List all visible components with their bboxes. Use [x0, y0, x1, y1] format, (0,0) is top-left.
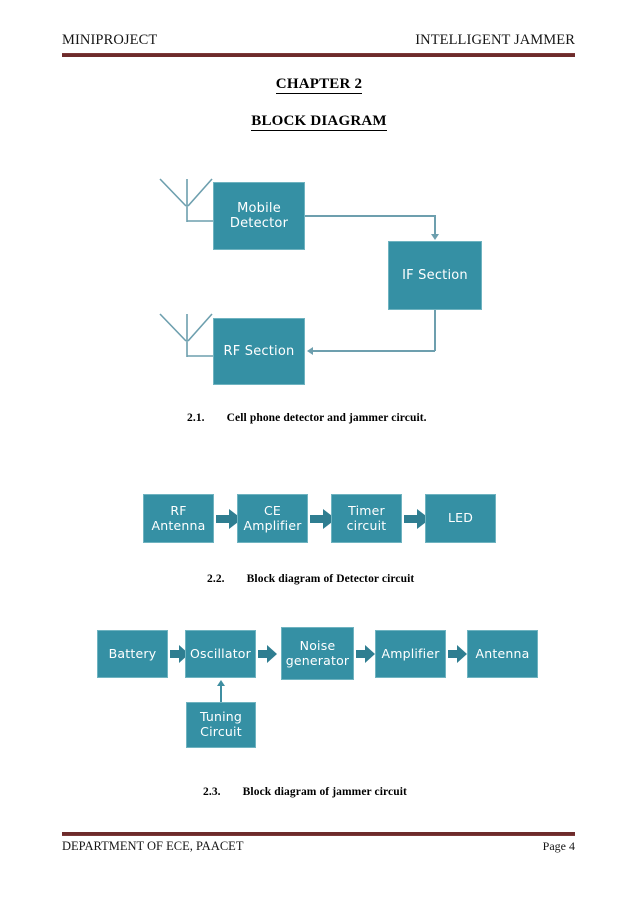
arrow-oscillator-to-noise-generator — [258, 645, 277, 663]
block-if-section[interactable]: IF Section — [388, 241, 482, 310]
connector-arrowhead-rf-section-in — [307, 347, 313, 355]
figure-2-3-caption: 2.3. Block diagram of jammer circuit — [203, 786, 407, 798]
block-amplifier-label: Amplifier — [381, 645, 440, 661]
figure-2-2-caption-number: 2.2. — [207, 573, 225, 585]
block-led-label: LED — [447, 510, 474, 526]
block-if-section-label: IF Section — [402, 267, 468, 283]
footer-page-number: Page 4 — [542, 839, 575, 853]
section-title: BLOCK DIAGRAM — [0, 113, 638, 131]
header-right-text: INTELLIGENT JAMMER — [415, 32, 575, 48]
arrow-battery-to-oscillator — [170, 645, 189, 663]
figure-2-1-caption-text: Cell phone detector and jammer circuit. — [226, 412, 427, 424]
arrow-rf-antenna-to-ce-amplifier — [216, 509, 242, 529]
arrow-amplifier-to-antenna — [448, 645, 467, 663]
block-antenna[interactable]: Antenna — [467, 630, 538, 678]
footer-rule — [62, 832, 575, 836]
arrow-noise-generator-to-amplifier — [356, 645, 375, 663]
figure-2-1-caption-number: 2.1. — [187, 412, 205, 424]
header-rule — [62, 53, 575, 57]
antenna-rf-section-icon — [159, 313, 218, 357]
block-led[interactable]: LED — [425, 494, 496, 543]
header-left-text: MINIPROJECT — [62, 32, 158, 48]
figure-2-3-caption-text: Block diagram of jammer circuit — [242, 786, 407, 798]
block-battery-label: Battery — [108, 645, 157, 661]
connector-mobile-detector-to-if-vertical — [434, 215, 436, 237]
connector-mobile-detector-to-if-horizontal — [305, 215, 436, 217]
block-rf-section-label: RF Section — [223, 343, 295, 359]
block-antenna-label: Antenna — [475, 645, 530, 661]
block-oscillator[interactable]: Oscillator — [185, 630, 256, 678]
antenna-mobile-detector-icon — [159, 178, 218, 222]
figure-2-2-caption: 2.2. Block diagram of Detector circuit — [207, 573, 414, 585]
figure-2-3-caption-number: 2.3. — [203, 786, 221, 798]
connector-tuning-to-oscillator-vertical — [220, 686, 222, 703]
chapter-title: CHAPTER 2 — [0, 76, 638, 94]
arrow-timer-circuit-to-led — [404, 509, 430, 529]
arrow-ce-amplifier-to-timer-circuit — [310, 509, 336, 529]
connector-if-to-rf-vertical — [434, 310, 436, 351]
connector-if-to-rf-horizontal — [313, 350, 435, 352]
block-oscillator-label: Oscillator — [190, 645, 251, 661]
figure-2-2-caption-text: Block diagram of Detector circuit — [246, 573, 415, 585]
block-battery[interactable]: Battery — [97, 630, 168, 678]
footer-left-text: DEPARTMENT OF ECE, PAACET — [62, 839, 244, 853]
block-amplifier[interactable]: Amplifier — [375, 630, 446, 678]
chapter-title-text: CHAPTER 2 — [275, 76, 363, 94]
connector-arrowhead-oscillator-in — [217, 680, 225, 686]
connector-arrowhead-if-section-in — [431, 234, 439, 240]
figure-2-1-caption: 2.1. Cell phone detector and jammer circu… — [187, 412, 427, 424]
block-rf-section[interactable]: RF Section — [213, 318, 305, 385]
document-footer: DEPARTMENT OF ECE, PAACET Page 4 — [62, 839, 575, 854]
section-title-text: BLOCK DIAGRAM — [251, 113, 387, 131]
document-header: MINIPROJECT INTELLIGENT JAMMER — [62, 32, 575, 49]
